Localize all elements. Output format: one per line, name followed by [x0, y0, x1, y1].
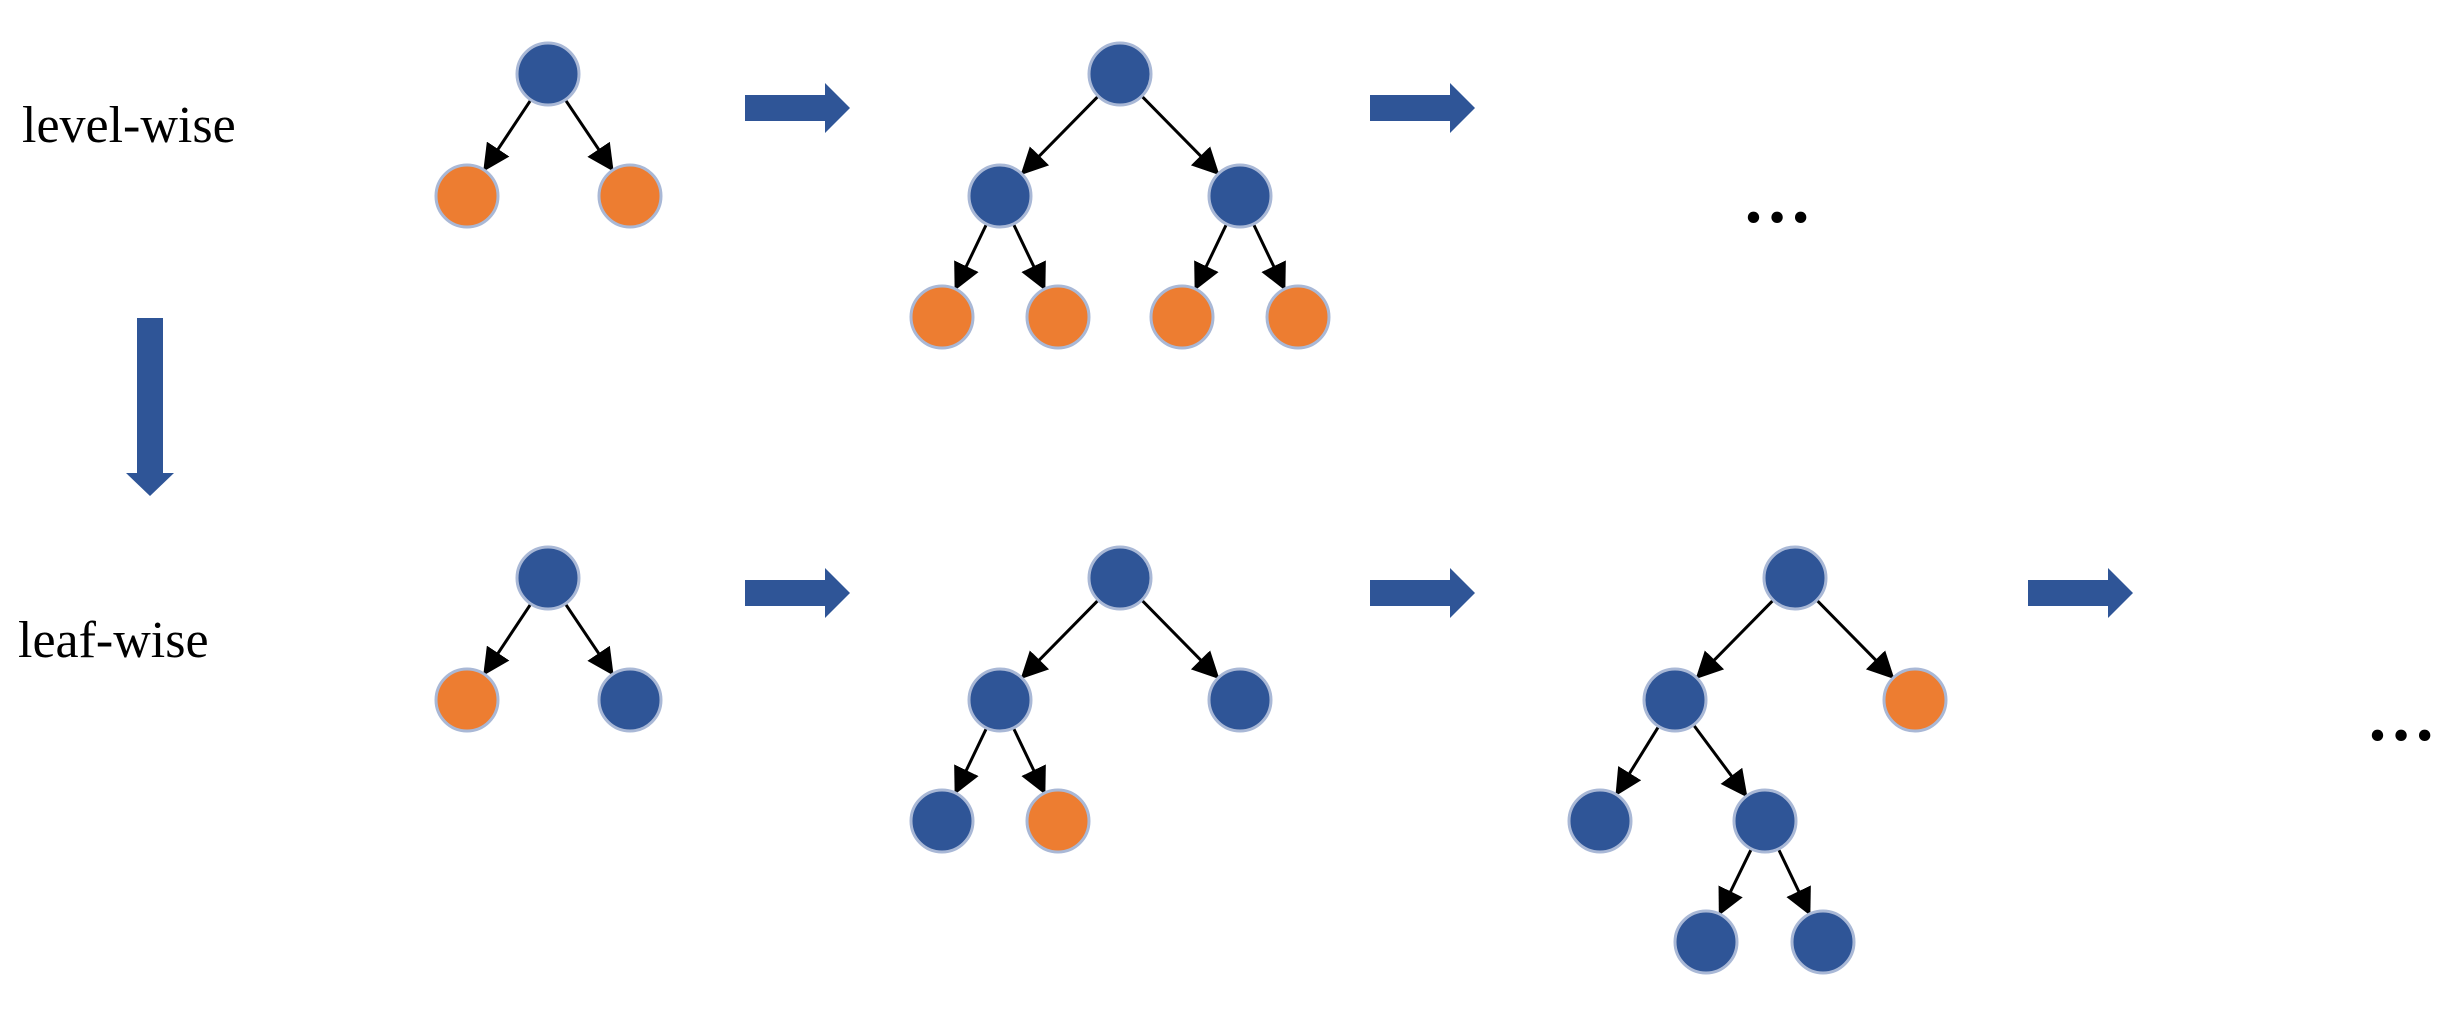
leaf-node [909, 284, 975, 350]
leaf-node [1265, 284, 1331, 350]
leaf-node [1882, 667, 1948, 733]
tree-edge [1011, 221, 1046, 291]
tree-edge [954, 725, 989, 795]
tree-edge [1020, 93, 1101, 176]
tree-edge [1020, 597, 1101, 680]
split-node [515, 545, 581, 611]
leaf-node [1149, 284, 1215, 350]
split-node [1207, 163, 1273, 229]
tree-edge [954, 221, 989, 291]
leaf-node [434, 163, 500, 229]
split-node [1762, 545, 1828, 611]
arrows-layer [126, 83, 2133, 618]
leaf-node [1025, 788, 1091, 854]
split-node [1673, 909, 1739, 975]
tree-leaf-step-3 [1567, 545, 1948, 975]
leaf-node [597, 163, 663, 229]
tree-edge [1615, 723, 1661, 797]
split-node [1087, 41, 1153, 107]
row-label-level-wise: level-wise [22, 97, 236, 154]
step-arrow-leaf-2 [1370, 568, 1475, 618]
tree-edge [1718, 846, 1754, 916]
step-arrow-level-1 [745, 83, 850, 133]
step-arrow-leaf-3 [2028, 568, 2133, 618]
split-node [1642, 667, 1708, 733]
ellipsis-leaf-wise: … [2366, 679, 2436, 756]
row-transition-arrow [126, 318, 174, 496]
trees-layer [434, 41, 1948, 975]
split-node [1567, 788, 1633, 854]
tree-edge [1776, 846, 1811, 916]
tree-edge [1814, 597, 1895, 680]
row-label-leaf-wise: leaf-wise [18, 612, 209, 669]
step-arrow-level-2 [1370, 83, 1475, 133]
tree-edge [562, 601, 614, 676]
ellipsis-level-wise: … [1742, 161, 1812, 238]
leaf-node [1025, 284, 1091, 350]
split-node [967, 163, 1033, 229]
tree-edge [1139, 93, 1220, 176]
split-node [1790, 909, 1856, 975]
split-node [967, 667, 1033, 733]
split-node [1087, 545, 1153, 611]
tree-edge [483, 601, 534, 676]
tree-level-step-2 [909, 41, 1331, 350]
tree-edge [1139, 597, 1220, 680]
tree-level-step-1 [434, 41, 663, 229]
tree-edge [1194, 221, 1229, 291]
tree-edge [483, 97, 534, 172]
leaf-node [434, 667, 500, 733]
tree-edge [1691, 722, 1748, 798]
tree-edge [1695, 597, 1776, 680]
step-arrow-leaf-1 [745, 568, 850, 618]
tree-edge [562, 97, 614, 172]
tree-edge [1251, 221, 1286, 291]
tree-edge [1011, 725, 1046, 795]
split-node [597, 667, 663, 733]
split-node [515, 41, 581, 107]
tree-leaf-step-2 [909, 545, 1273, 854]
split-node [1207, 667, 1273, 733]
split-node [1732, 788, 1798, 854]
tree-leaf-step-1 [434, 545, 663, 733]
split-node [909, 788, 975, 854]
